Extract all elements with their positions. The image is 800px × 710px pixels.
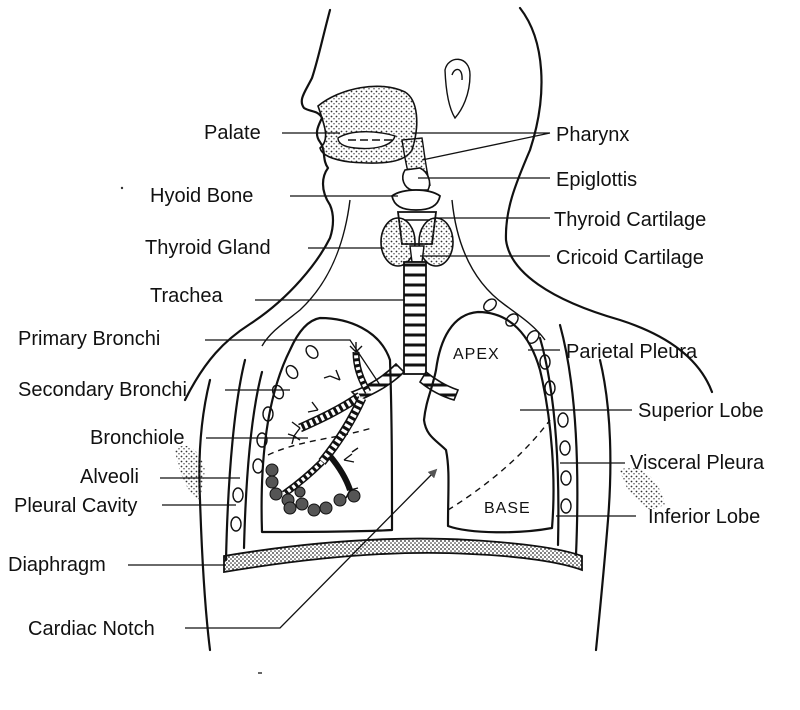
right-lung	[422, 310, 555, 534]
label-thyroid-cartilage: Thyroid Cartilage	[554, 209, 706, 231]
rib-sections	[230, 298, 572, 532]
label-trachea: Trachea	[150, 285, 224, 307]
label-primary-bronchi: Primary Bronchi	[18, 328, 160, 350]
label-diaphragm: Diaphragm	[8, 554, 106, 576]
label-parietal-pleura: Parietal Pleura	[566, 341, 698, 363]
trachea	[403, 261, 427, 375]
diaphragm-band	[223, 537, 583, 574]
label-thyroid-gland: Thyroid Gland	[145, 237, 271, 259]
label-apex: APEX	[453, 346, 500, 363]
label-cardiac-notch: Cardiac Notch	[28, 618, 155, 640]
label-pharynx: Pharynx	[556, 124, 629, 146]
stray-mark	[258, 672, 262, 674]
larynx	[391, 167, 441, 245]
label-base: BASE	[484, 500, 531, 517]
label-alveoli: Alveoli	[80, 466, 139, 488]
thyroid-gland	[380, 217, 454, 267]
label-pleural-cavity: Pleural Cavity	[14, 495, 137, 517]
shoulder-shading	[175, 445, 665, 510]
leader-lines	[128, 132, 636, 629]
label-visceral-pleura: Visceral Pleura	[630, 452, 765, 474]
alveoli-cluster	[265, 463, 361, 517]
label-palate: Palate	[204, 122, 261, 144]
label-epiglottis: Epiglottis	[556, 169, 637, 191]
label-cricoid-cartilage: Cricoid Cartilage	[556, 247, 704, 269]
label-inferior-lobe: Inferior Lobe	[648, 506, 760, 528]
left-lung	[260, 316, 394, 534]
label-bronchiole: Bronchiole	[90, 427, 185, 449]
label-superior-lobe: Superior Lobe	[638, 400, 764, 422]
label-hyoid-bone: Hyoid Bone	[150, 185, 253, 207]
label-secondary-bronchi: Secondary Bronchi	[18, 379, 187, 401]
body-outline	[183, 6, 714, 652]
stray-mark	[120, 186, 124, 190]
